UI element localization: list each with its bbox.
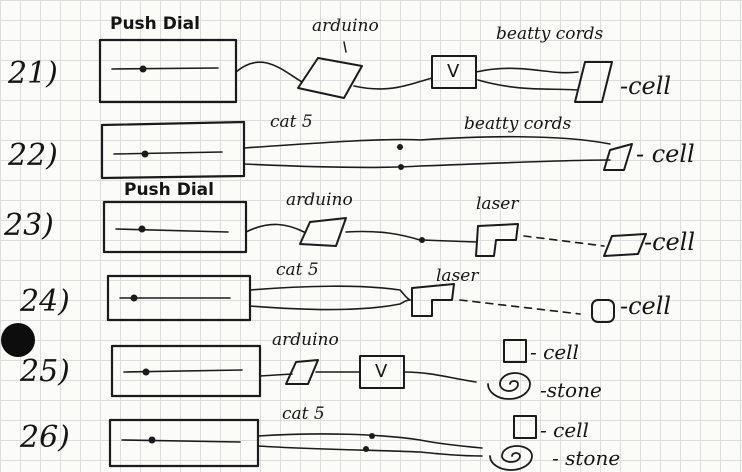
row-26-endpoint-2: - stone [552, 446, 621, 470]
laser-device [475, 223, 519, 257]
row-21-drawing [98, 38, 613, 104]
wire [235, 61, 303, 83]
row-24-cable-label: cat 5 [276, 260, 319, 280]
wire [403, 371, 477, 383]
row-21-endpoint: -cell [620, 72, 672, 100]
cable [249, 299, 411, 311]
row-24-number: 24) [20, 284, 70, 319]
arduino-board [297, 57, 363, 99]
dial-knob [130, 294, 138, 302]
cable [243, 159, 611, 169]
dial-slider-line [121, 439, 241, 443]
cell [591, 299, 615, 323]
laser-beam [523, 235, 605, 247]
wire [245, 223, 305, 233]
push-dial-box [108, 418, 260, 468]
row-23-link-label: arduino [286, 190, 353, 210]
cell [574, 61, 613, 103]
row-21-link-label: arduino [312, 16, 379, 36]
dial-slider-line [111, 67, 219, 70]
cell [603, 143, 633, 171]
cell [603, 233, 647, 257]
cable [243, 135, 611, 149]
row-25-relay-label: V [375, 361, 388, 382]
row-24-drawing [106, 274, 615, 323]
cable [249, 285, 411, 301]
row-25-link-label: arduino [272, 330, 339, 350]
row-26-drawing [108, 415, 537, 471]
laser-beam [459, 299, 581, 315]
row-26-endpoint: - cell [540, 418, 589, 442]
dial-knob [142, 368, 150, 376]
row-23-header: Push Dial [124, 180, 214, 200]
wire [477, 79, 579, 91]
cable-junction [398, 164, 404, 170]
cable [257, 445, 483, 457]
row-22-cable-label-2: beatty cords [464, 114, 572, 134]
arduino-board [299, 217, 347, 247]
row-21-header: Push Dial [110, 14, 200, 34]
row-22-drawing [100, 120, 633, 180]
cell [503, 339, 527, 363]
row-26-cable-label: cat 5 [282, 404, 325, 424]
wire [345, 230, 421, 241]
push-dial-box [102, 200, 248, 254]
row-25-drawing [110, 339, 531, 400]
dial-slider-line [115, 228, 229, 233]
row-23-number: 23) [4, 208, 54, 243]
cell [513, 415, 537, 439]
row-21-number: 21) [8, 56, 58, 91]
laser-device [411, 283, 455, 317]
dial-knob [148, 436, 156, 444]
row-22-number: 22) [8, 138, 58, 173]
label-pointer [343, 41, 347, 53]
binder-hole [1, 323, 35, 357]
arduino-board [285, 359, 319, 385]
row-23-device-label: laser [476, 194, 519, 214]
row-23-drawing [102, 200, 647, 257]
stone-spiral [489, 445, 533, 471]
row-25-number: 25) [20, 354, 70, 389]
row-25-endpoint: - cell [530, 340, 579, 364]
wire [353, 77, 433, 90]
dial-knob [139, 65, 147, 73]
row-23-endpoint: -cell [644, 228, 696, 256]
dial-knob [141, 150, 149, 158]
push-dial-box [100, 120, 246, 180]
wire [421, 239, 477, 243]
wire [259, 373, 293, 377]
row-21-relay-label: V [447, 61, 460, 82]
row-26-number: 26) [20, 420, 70, 455]
dial-slider-line [123, 369, 243, 373]
stone-spiral [487, 372, 531, 400]
row-24-endpoint: -cell [620, 292, 672, 320]
push-dial-box [98, 38, 238, 104]
cable [257, 433, 483, 449]
dial-slider-line [113, 151, 223, 155]
push-dial-box [106, 274, 252, 322]
cable-junction [397, 144, 403, 150]
wire [475, 67, 579, 74]
cable-junction [369, 433, 375, 439]
push-dial-box [110, 344, 262, 398]
row-24-device-label: laser [436, 266, 479, 286]
cable-junction [363, 446, 369, 452]
row-22-endpoint: - cell [636, 140, 695, 168]
row-21-cable-label: beatty cords [496, 24, 604, 44]
row-25-endpoint-2: -stone [540, 378, 602, 402]
dial-knob [138, 225, 146, 233]
row-22-cable-label: cat 5 [270, 112, 313, 132]
